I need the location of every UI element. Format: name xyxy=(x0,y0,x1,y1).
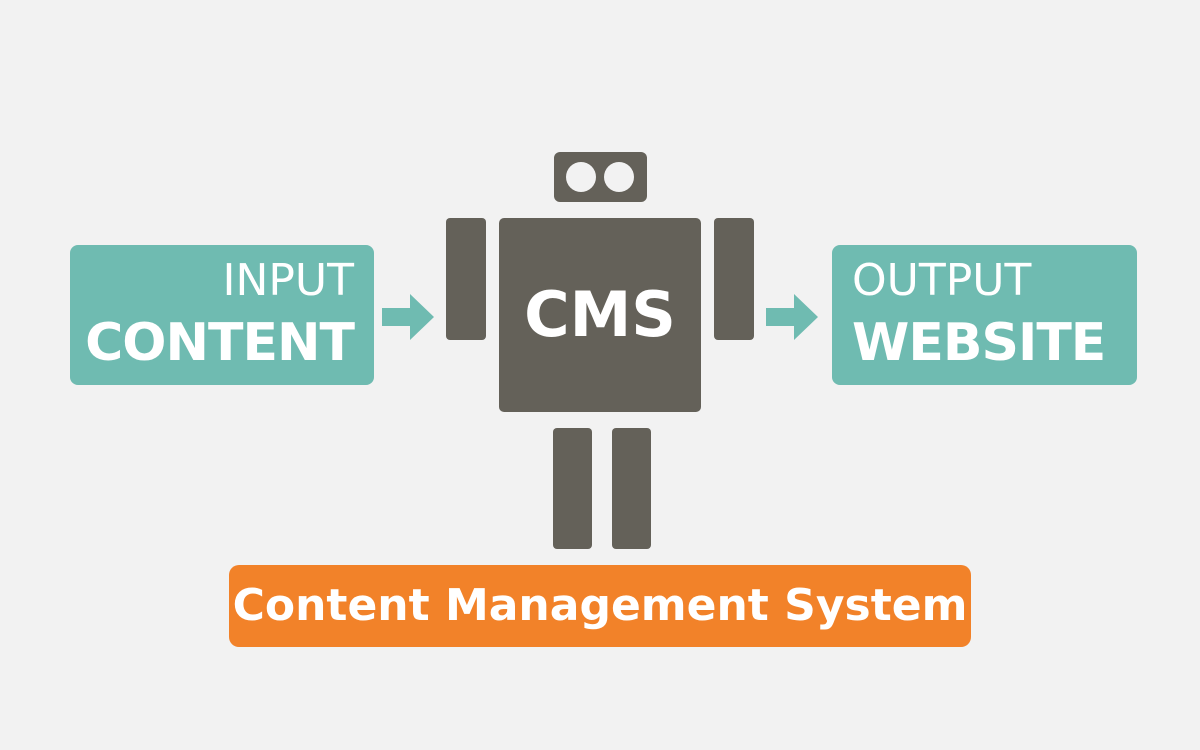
robot-right-leg xyxy=(612,428,651,549)
input-label: INPUT xyxy=(222,255,354,306)
input-content-box: INPUT CONTENT xyxy=(70,245,374,385)
robot-eye-icon xyxy=(604,162,634,192)
content-label: CONTENT xyxy=(85,313,355,373)
content-management-system-banner: Content Management System xyxy=(229,565,971,647)
arrow-right-icon xyxy=(766,294,818,340)
website-label: WEBSITE xyxy=(852,313,1106,373)
robot-right-arm xyxy=(714,218,754,340)
robot-body: CMS xyxy=(499,218,701,412)
robot-left-arm xyxy=(446,218,486,340)
cms-label: CMS xyxy=(524,278,676,351)
robot-head xyxy=(554,152,647,202)
output-website-box: OUTPUT WEBSITE xyxy=(832,245,1137,385)
arrow-right-icon xyxy=(382,294,434,340)
robot-left-leg xyxy=(553,428,592,549)
output-label: OUTPUT xyxy=(852,255,1032,306)
robot-eye-icon xyxy=(566,162,596,192)
